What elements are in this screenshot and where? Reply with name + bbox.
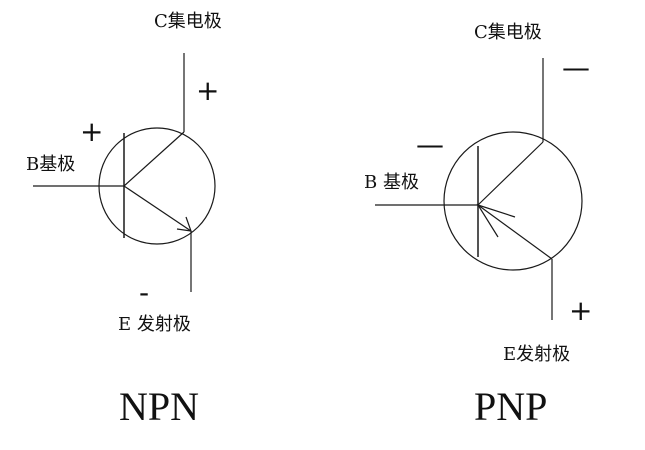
pnp-type-label: PNP: [474, 384, 547, 429]
npn-base-label: B基极: [26, 154, 75, 175]
npn-collector-diagonal: [123, 131, 185, 187]
npn-emitter-label: E 发射极: [118, 314, 191, 335]
pnp-collector-sign: —: [562, 51, 590, 84]
npn-emitter-sign: -: [139, 276, 149, 309]
npn-base-sign: +: [80, 115, 103, 148]
pnp-emitter-arrow: [476, 203, 516, 238]
npn-emitter-diagonal: [123, 185, 192, 232]
pnp-emitter-diagonal: [477, 204, 553, 260]
pnp-collector-label: C集电极: [474, 22, 542, 43]
pnp-transistor: C集电极 B 基极 E发射极 — — + PNP: [364, 22, 592, 429]
npn-transistor: C集电极 B基极 E 发射极 + + - NPN: [26, 11, 222, 429]
npn-type-label: NPN: [119, 384, 199, 429]
npn-collector-sign: +: [196, 74, 219, 107]
pnp-body-circle: [443, 131, 583, 271]
pnp-collector-diagonal: [477, 141, 544, 206]
pnp-emitter-sign: +: [569, 294, 592, 327]
npn-collector-label: C集电极: [154, 11, 222, 32]
pnp-base-sign: —: [416, 128, 444, 161]
pnp-base-label: B 基极: [364, 172, 419, 193]
pnp-emitter-label: E发射极: [503, 344, 570, 365]
